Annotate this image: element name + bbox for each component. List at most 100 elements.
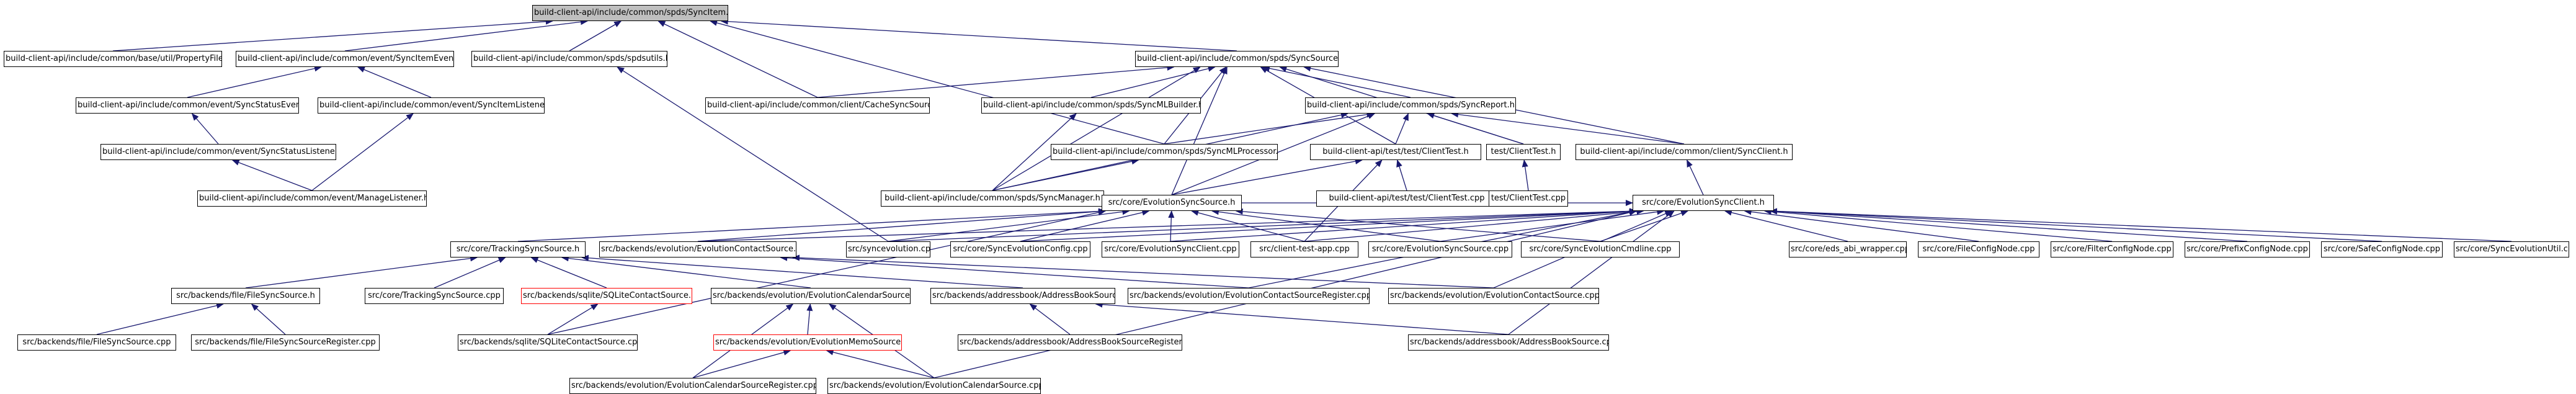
edge-n14-to-n9: [1451, 111, 1685, 145]
graph-node-propertyfile-h[interactable]: build-client-api/include/common/base/uti…: [4, 51, 222, 67]
edge-n11-to-n0: [710, 20, 1165, 145]
graph-node-fileconfignode-cpp[interactable]: src/core/FileConfigNode.cpp: [1918, 241, 2039, 257]
edge-n20-to-n14: [1687, 159, 1704, 195]
graph-node-addressbooksource-h[interactable]: src/backends/addressbook/AddressBookSour…: [930, 288, 1115, 304]
edge-n7-to-n0: [657, 20, 818, 98]
graph-node-safeconfignode-cpp[interactable]: src/core/SafeConfigNode.cpp: [2321, 241, 2443, 257]
edge-n45-to-n38: [806, 303, 813, 335]
graph-node-syncitemevent-h[interactable]: build-client-api/include/common/event/Sy…: [236, 51, 454, 67]
graph-node-syncevolutionutil-cpp[interactable]: src/core/SyncEvolutionUtil.cpp: [2454, 241, 2569, 257]
edge-n28-to-n17: [1235, 208, 1601, 242]
edge-n6-to-n2: [357, 66, 432, 98]
graph-node-spdsutils-h[interactable]: build-client-api/include/common/spds/spd…: [471, 51, 667, 67]
edge-n1-to-n0: [112, 18, 553, 51]
edge-n15-to-n10: [231, 159, 313, 191]
graph-node-evolutioncontactsourceregister-cpp[interactable]: src/backends/evolution/EvolutionContactS…: [1128, 288, 1370, 304]
edge-n17-to-n12: [1171, 158, 1363, 195]
graph-node-client-test-app-cpp[interactable]: src/client-test-app.cpp: [1250, 241, 1358, 257]
edge-n38-to-n21: [561, 255, 811, 289]
graph-node-syncmlbuilder-h[interactable]: build-client-api/include/common/spds/Syn…: [981, 97, 1201, 114]
edge-n4-to-n0: [720, 18, 1237, 51]
graph-node-syncevolution-cpp[interactable]: src/syncevolution.cpp: [846, 241, 930, 257]
edge-n33-to-n20: [1770, 208, 2382, 242]
edge-n31-to-n20: [1763, 208, 2113, 242]
graph-node-evolutioncalendarsource-cpp[interactable]: src/backends/evolution/EvolutionCalendar…: [827, 378, 1041, 394]
edge-n26-to-n17: [1191, 210, 1305, 242]
edge-n21-to-n17: [517, 208, 1106, 242]
edge-n46-to-n39: [1029, 303, 1071, 335]
edge-n7-to-n4: [817, 64, 1175, 98]
edge-n47-to-n39: [1095, 301, 1509, 335]
edge-n2-to-n0: [344, 19, 588, 51]
graph-node-evolutionsyncclient-h[interactable]: src/core/EvolutionSyncClient.h: [1633, 195, 1774, 211]
edge-n36-to-n21: [434, 257, 506, 289]
edge-n25-to-n20: [1170, 208, 1637, 242]
edge-n43-to-n35: [251, 303, 286, 335]
graph-node-sqlitecontactsource-cpp[interactable]: src/backends/sqlite/SQLiteContactSource.…: [458, 334, 638, 351]
graph-node-syncitemlistener-h[interactable]: build-client-api/include/common/event/Sy…: [318, 97, 545, 114]
edge-n16-to-n11: [992, 158, 1139, 191]
graph-node-prefixconfignode-cpp[interactable]: src/core/PrefixConfigNode.cpp: [2185, 241, 2310, 257]
graph-node-syncsource-h[interactable]: build-client-api/include/common/spds/Syn…: [1135, 51, 1339, 67]
graph-node-evolutioncalendarsourceregister-cpp[interactable]: src/backends/evolution/EvolutionCalendar…: [569, 378, 816, 394]
edge-n11-to-n9: [1164, 111, 1375, 145]
edge-n40-to-n22: [780, 254, 1249, 289]
graph-node-syncmanager-h[interactable]: build-client-api/include/common/spds/Syn…: [881, 190, 1104, 207]
graph-node-sqlitecontactsource-h[interactable]: src/backends/sqlite/SQLiteContactSource.…: [521, 288, 692, 304]
edge-n49-to-n45: [826, 349, 935, 378]
edge-n9-to-n4: [1262, 65, 1411, 98]
graph-node-evolutionsyncsource-cpp[interactable]: src/core/EvolutionSyncSource.cpp: [1368, 241, 1512, 257]
graph-node-syncmlprocessor-h[interactable]: build-client-api/include/common/spds/Syn…: [1051, 144, 1278, 160]
edge-n47-to-n20: [1508, 210, 1675, 335]
graph-node-cachesyncsource-h[interactable]: build-client-api/include/common/client/C…: [705, 97, 930, 114]
edge-n41-to-n22: [792, 254, 1494, 289]
edge-n35-to-n21: [245, 255, 478, 289]
edge-n18-to-n12: [1396, 159, 1407, 191]
graph-node-managelistener-h[interactable]: build-client-api/include/common/event/Ma…: [197, 190, 427, 207]
graph-node-filesyncsourceregister-cpp[interactable]: src/backends/file/FileSyncSourceRegister…: [191, 334, 380, 351]
edge-n24-to-n20: [1020, 208, 1637, 242]
graph-node-trackingsyncsource-cpp[interactable]: src/core/TrackingSyncSource.cpp: [365, 288, 504, 304]
graph-node-syncstatuslistener-h[interactable]: build-client-api/include/common/event/Sy…: [100, 144, 336, 160]
edge-n19-to-n13: [1522, 159, 1529, 191]
edge-n22-to-n17: [697, 208, 1106, 242]
edge-n15-to-n6: [311, 113, 414, 191]
graph-node-filesyncsource-h[interactable]: src/backends/file/FileSyncSource.h: [171, 288, 320, 304]
edge-n42-to-n35: [96, 302, 224, 335]
edge-n32-to-n20: [1770, 208, 2248, 242]
graph-node-eds-abi-wrapper-cpp[interactable]: src/core/eds_abi_wrapper.cpp: [1789, 241, 1907, 257]
edge-n16-to-n8: [992, 113, 1077, 191]
graph-node-addressbooksource-cpp[interactable]: src/backends/addressbook/AddressBookSour…: [1408, 334, 1609, 351]
edge-n3-to-n0: [569, 20, 622, 51]
edge-n17-to-n4: [1171, 66, 1228, 195]
graph-node-syncevolutionconfig-cpp[interactable]: src/core/SyncEvolutionConfig.cpp: [950, 241, 1090, 257]
graph-node-syncitem-h[interactable]: build-client-api/include/common/spds/Syn…: [532, 5, 728, 21]
edge-n16-to-n4: [992, 66, 1201, 191]
edge-n27-to-n20: [1440, 208, 1665, 242]
graph-node-evolutioncalendarsource-h[interactable]: src/backends/evolution/EvolutionCalendar…: [711, 288, 911, 304]
edge-n12-to-n9: [1395, 113, 1409, 145]
graph-node-filterconfignode-cpp[interactable]: src/core/FilterConfigNode.cpp: [2051, 241, 2173, 257]
graph-node-evolutioncontactsource-h[interactable]: src/backends/evolution/EvolutionContactS…: [599, 241, 796, 257]
graph-node-clienttest-cpp-test[interactable]: test/ClientTest.cpp: [1489, 190, 1568, 207]
graph-node-evolutioncontactsource-cpp[interactable]: src/backends/evolution/EvolutionContactS…: [1388, 288, 1599, 304]
graph-node-evolutionsyncclient-cpp[interactable]: src/core/EvolutionSyncClient.cpp: [1102, 241, 1239, 257]
graph-node-syncclient-h[interactable]: build-client-api/include/common/client/S…: [1575, 144, 1793, 160]
graph-node-addressbooksourceregister-cpp[interactable]: src/backends/addressbook/AddressBookSour…: [958, 334, 1182, 351]
graph-node-clienttest-cpp-build[interactable]: build-client-api/test/test/ClientTest.cp…: [1316, 190, 1497, 207]
edge-n13-to-n9: [1427, 112, 1524, 145]
graph-node-clienttest-h-build[interactable]: build-client-api/test/test/ClientTest.h: [1310, 144, 1481, 160]
graph-node-clienttest-h-test[interactable]: test/ClientTest.h: [1486, 144, 1561, 160]
graph-node-evolutionmemosource-h[interactable]: src/backends/evolution/EvolutionMemoSour…: [713, 334, 902, 351]
graph-node-syncstatusevent-h[interactable]: build-client-api/include/common/event/Sy…: [76, 97, 299, 114]
edge-n23-to-n17: [888, 208, 1130, 242]
graph-node-evolutionsyncsource-h[interactable]: src/core/EvolutionSyncSource.h: [1102, 195, 1242, 211]
edge-n39-to-n21: [581, 254, 1023, 289]
graph-node-trackingsyncsource-h[interactable]: src/core/TrackingSyncSource.h: [450, 241, 586, 257]
graph-node-syncreport-h[interactable]: build-client-api/include/common/spds/Syn…: [1305, 97, 1516, 114]
graph-node-filesyncsource-cpp[interactable]: src/backends/file/FileSyncSource.cpp: [17, 334, 176, 351]
graph-node-syncevolutioncmdline-cpp[interactable]: src/core/SyncEvolutionCmdline.cpp: [1521, 241, 1680, 257]
edge-n26-to-n20: [1304, 208, 1644, 242]
edge-n30-to-n20: [1744, 208, 1979, 242]
